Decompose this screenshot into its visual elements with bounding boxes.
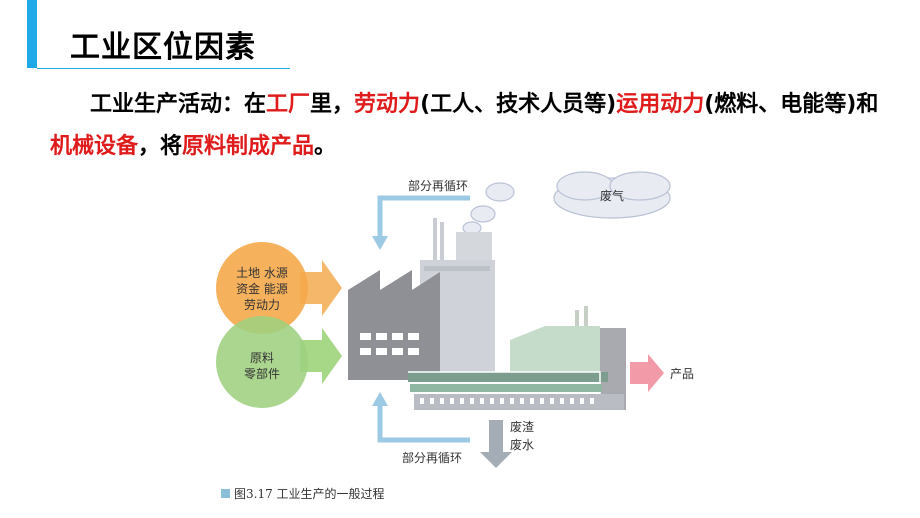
waste-gas-cloud [553,171,671,219]
paragraph-text: ，将 [138,134,183,159]
bottom-recycle-arrowhead [372,392,388,406]
input-top-line-1: 土地 水源 [236,266,288,280]
bottom-cycle-label: 部分再循环 [402,450,462,465]
paragraph-text: 。 [314,134,337,159]
highlight-term: 劳动力 [354,92,421,117]
intro-paragraph: 工业生产活动：在工厂里，劳动力(工人、技术人员等)运用动力(燃料、电能等)和机械… [50,84,895,168]
paragraph-text: 工业生产活动：在 [90,92,267,117]
paragraph-text: 里， [310,92,355,117]
input-arrow-bottom [300,328,342,384]
page-title: 工业区位因素 [70,30,256,65]
top-recycle-arrowhead [372,236,388,250]
title-accent-bar [27,0,37,68]
factory-illustration [348,218,626,410]
paragraph-text: (工人、技术人员等) [420,92,617,117]
product-arrow [630,354,664,392]
bottom-recycle-arrow [377,405,470,443]
input-top-line-2: 资金 能源 [236,281,288,296]
waste-gas-label: 废气 [600,188,624,203]
waste-arrow [480,420,512,468]
product-label: 产品 [670,367,694,381]
paragraph-text: (燃料、电能等)和 [704,92,879,117]
input-circle-materials [216,316,308,408]
top-recycle-arrow [377,195,470,238]
input-arrow-top [300,260,342,316]
highlight-term: 运用动力 [616,92,705,117]
top-cycle-label: 部分再循环 [408,178,468,193]
highlight-term: 工厂 [266,92,311,117]
waste-label-line-2: 废水 [510,437,534,452]
caption-marker [221,489,230,498]
highlight-term: 原料制成产品 [182,134,315,159]
input-top-line-3: 劳动力 [244,298,280,312]
waste-label-line-1: 废渣 [510,419,534,434]
title-underline [37,68,290,69]
input-circle-factors [216,242,308,334]
input-bottom-line-1: 原料 [250,351,274,365]
input-bottom-line-2: 零部件 [244,366,280,381]
smoke-cloud-small [462,182,515,235]
highlight-term: 机械设备 [50,134,139,159]
figure-caption: 图3.17 工业生产的一般过程 [234,487,385,501]
